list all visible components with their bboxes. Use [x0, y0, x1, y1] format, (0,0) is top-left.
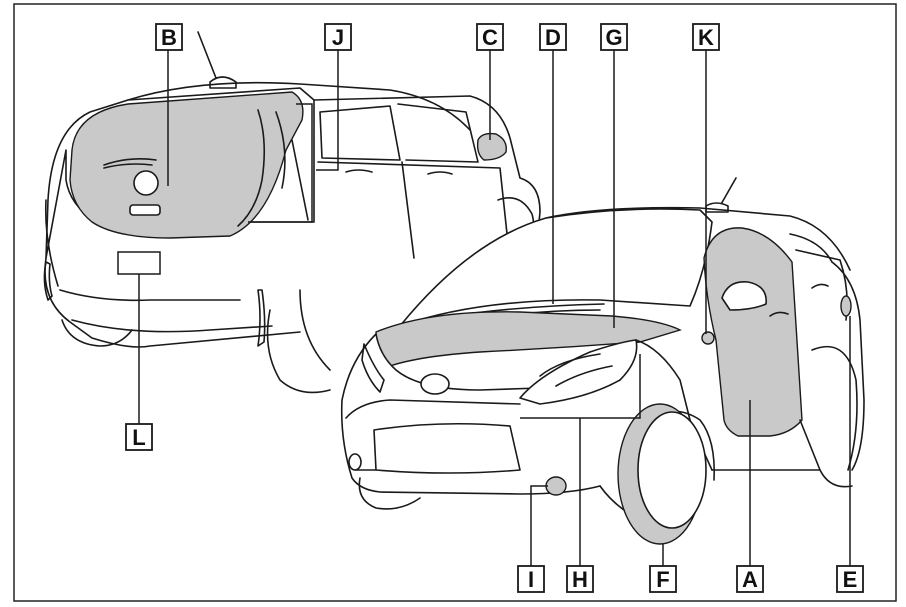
diagram-border: [13, 3, 897, 602]
callout-h: H: [566, 565, 594, 593]
callout-label-d: D: [545, 25, 561, 50]
callout-f: F: [649, 565, 677, 593]
rear-handle: [129, 204, 161, 216]
left-fog-light: [348, 453, 362, 471]
callout-label-h: H: [572, 567, 588, 592]
callout-l: L: [125, 423, 153, 451]
leader-lines: [138, 50, 851, 566]
callout-label-c: C: [482, 25, 498, 50]
callout-label-e: E: [843, 567, 858, 592]
bracket-h: [520, 354, 641, 419]
left-headlight: [361, 343, 385, 393]
side-mirror: [476, 132, 507, 161]
front-emblem: [420, 373, 450, 395]
front-side-mirror: [721, 281, 767, 311]
tailgate-glass: [69, 91, 304, 239]
front-antenna: [719, 177, 737, 207]
callout-j: J: [324, 23, 352, 51]
rear-door-handle-2: [427, 171, 453, 175]
callout-c: C: [476, 23, 504, 51]
bracket-j: [248, 103, 313, 223]
callout-i: I: [517, 565, 545, 593]
rear-license-plate-area: [117, 251, 161, 275]
leader-j: [316, 50, 339, 171]
callout-label-l: L: [132, 425, 145, 450]
callout-label-j: J: [332, 25, 344, 50]
rear-wiper: [103, 158, 157, 166]
callout-e: E: [836, 565, 864, 593]
callout-k: K: [692, 23, 720, 51]
side-taillight: [840, 295, 852, 317]
front-fog-light: [545, 476, 567, 496]
lower-grille: [373, 422, 521, 474]
callout-a: A: [736, 565, 764, 593]
rear-right-taillight: [257, 289, 266, 347]
front-view-car: [340, 177, 865, 545]
callout-label-i: I: [528, 567, 534, 592]
rear-left-taillight: [43, 261, 53, 301]
front-door-handle: [769, 311, 789, 317]
rear-view-car: [43, 31, 541, 394]
callout-label-a: A: [742, 567, 758, 592]
front-door: [703, 227, 803, 437]
windshield: [399, 208, 713, 327]
leader-i: [530, 485, 548, 566]
callout-d: D: [539, 23, 567, 51]
rear-antenna: [197, 31, 217, 79]
rear-door-handle-1: [345, 169, 373, 173]
rear-side-door-handle: [811, 283, 829, 289]
rear-emblem: [133, 170, 159, 196]
callout-b: B: [155, 23, 183, 51]
callout-label-k: K: [698, 25, 714, 50]
callout-g: G: [600, 23, 628, 51]
callout-label-f: F: [656, 567, 669, 592]
callout-label-g: G: [605, 25, 622, 50]
side-marker: [701, 331, 715, 345]
callout-label-b: B: [161, 25, 177, 50]
